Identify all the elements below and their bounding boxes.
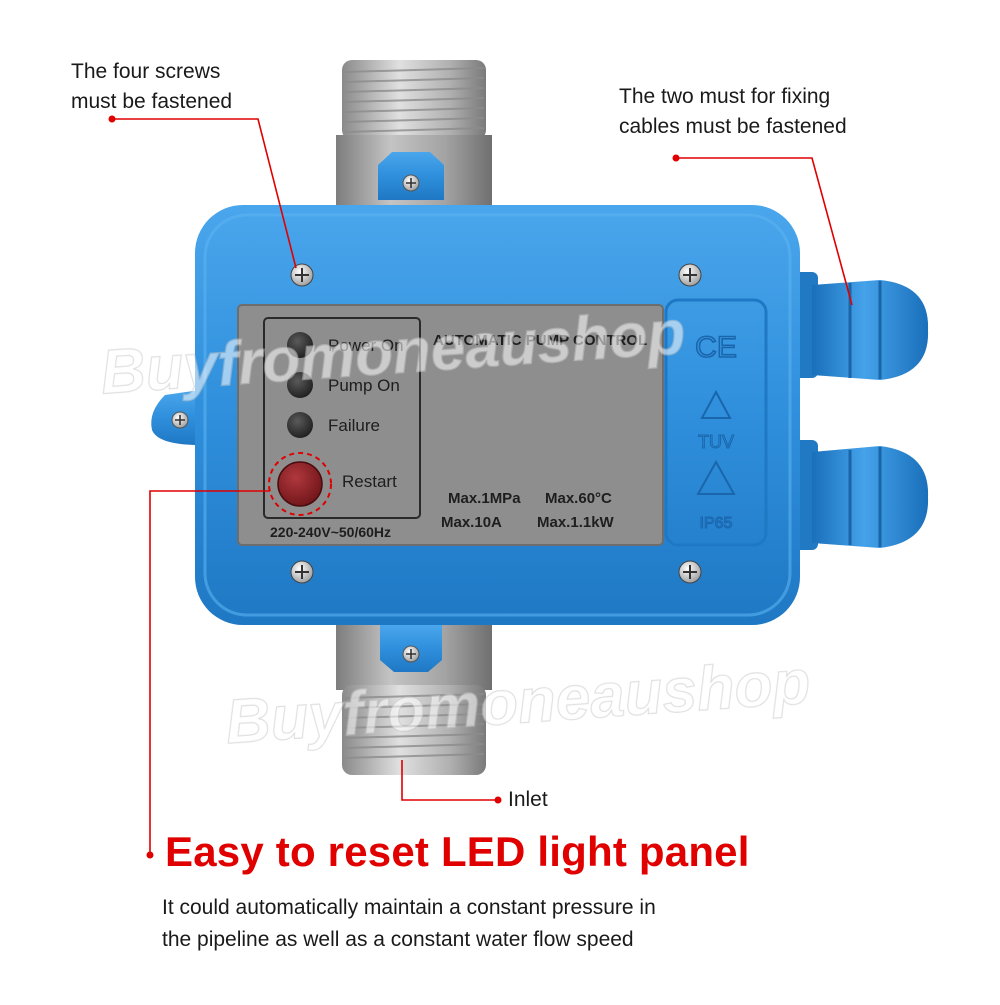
outlet-pipe: [336, 60, 492, 220]
corner-screws: [290, 263, 702, 584]
tuv-mark: TUV: [698, 432, 734, 452]
cables-callout-line2: cables must be fastened: [619, 115, 847, 138]
screws-callout-line1: The four screws: [71, 60, 221, 83]
pump-on-label: Pump On: [328, 376, 400, 395]
certification-marks: CE TUV IP65: [694, 330, 737, 532]
bottom-screw: [402, 645, 420, 663]
restart-button[interactable]: [277, 461, 323, 507]
ce-mark: CE: [695, 331, 737, 364]
svg-text:Buyfromoneaushop: Buyfromoneaushop: [223, 648, 812, 758]
cable-gland-top: [788, 272, 929, 380]
description-line2: the pipeline as well as a constant water…: [162, 928, 634, 951]
screws-callout-line: [112, 118, 297, 269]
front-panel: AUTOMATIC PUMP CONTROL Power On Pump On …: [237, 304, 664, 546]
screw-top-right: [678, 263, 702, 287]
cables-callout-line: [676, 157, 853, 306]
screw-top-left: [290, 263, 314, 287]
restart-callout-line: [149, 490, 270, 855]
panel-title: AUTOMATIC PUMP CONTROL: [433, 332, 647, 349]
pump-on-led: [287, 372, 313, 398]
spec-temperature: Max.60°C: [545, 490, 612, 507]
headline: Easy to reset LED light panel: [165, 828, 750, 875]
callout-lines: [112, 118, 853, 855]
failure-label: Failure: [328, 416, 380, 435]
inlet-callout: Inlet: [508, 788, 548, 811]
spec-power: Max.1.1kW: [537, 514, 615, 531]
screw-bottom-left: [290, 560, 314, 584]
spec-current: Max.10A: [441, 514, 502, 531]
inlet-callout-line: [401, 760, 498, 801]
description-line1: It could automatically maintain a consta…: [162, 896, 656, 919]
power-on-label: Power On: [328, 336, 404, 355]
restart-label: Restart: [342, 472, 397, 491]
mounting-tab: [151, 390, 200, 445]
cables-callout-line1: The two must for fixing: [619, 85, 831, 108]
top-screw: [402, 174, 420, 192]
spec-pressure: Max.1MPa: [448, 490, 521, 507]
flame-triangle-icon: [696, 459, 736, 495]
ip65-mark: IP65: [700, 515, 733, 532]
screws-callout: The four screws must be fastened: [71, 57, 232, 117]
screw-bottom-right: [678, 560, 702, 584]
warning-triangle-icon: [700, 389, 732, 419]
failure-led: [287, 412, 313, 438]
cables-callout: The two must for fixing cables must be f…: [619, 82, 847, 142]
screws-callout-line2: must be fastened: [71, 90, 233, 113]
power-on-led: [287, 332, 313, 358]
cable-gland-bottom: [788, 440, 929, 550]
callout-dots: [108, 115, 680, 859]
description: It could automatically maintain a consta…: [162, 892, 656, 956]
restart-highlight-circle: [268, 452, 332, 516]
voltage-rating: 220-240V~50/60Hz: [270, 524, 391, 540]
